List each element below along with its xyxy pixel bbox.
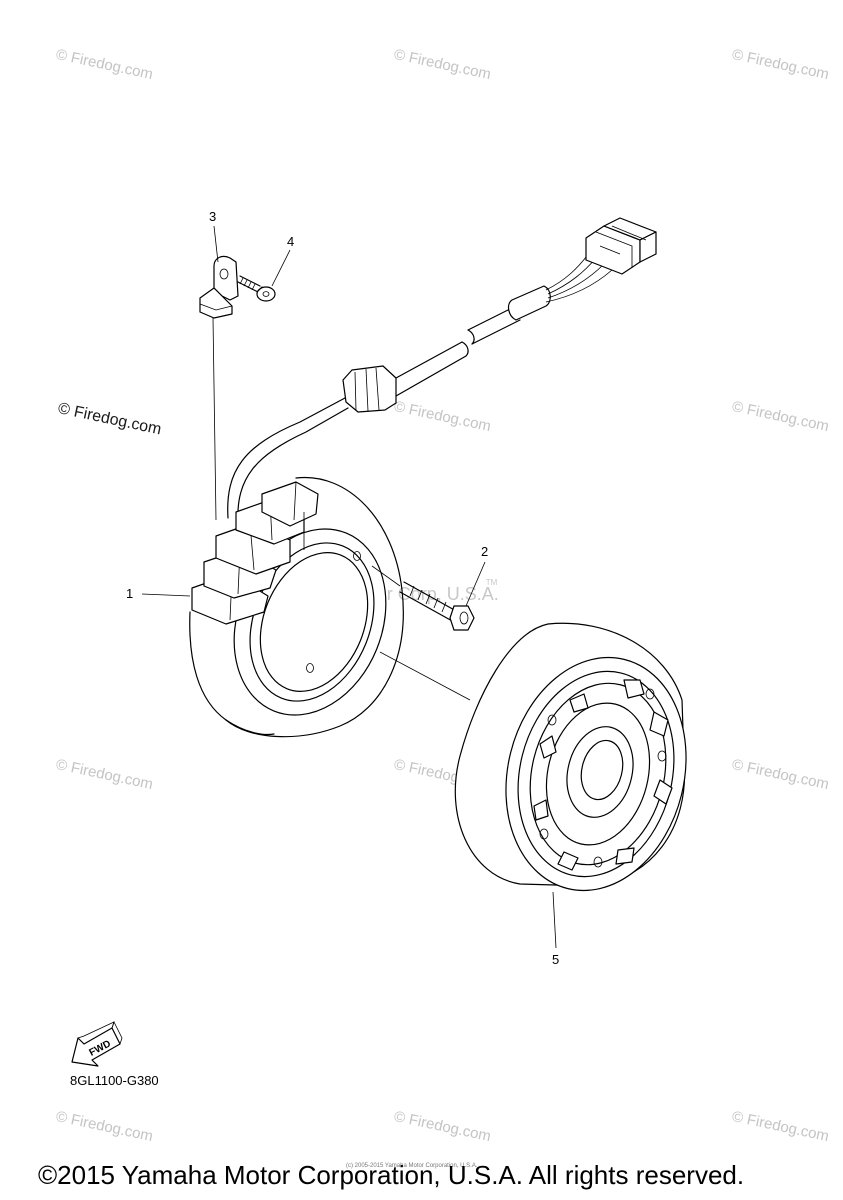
callout-leader-5 [552,891,557,949]
wire-grommet [342,365,397,413]
rotor-slot [649,711,669,737]
stator-assembly [189,476,404,738]
callout-4: 4 [287,234,295,249]
assembly-line [379,651,471,701]
diagram-part-code: 8GL1100-G380 [70,1073,159,1088]
stator-screw [371,565,475,631]
rotor-slot [539,735,557,759]
wire-coupler [585,217,657,275]
wire-clamp-bracket [199,255,239,319]
wire-sleeve [507,285,551,321]
callout-1: 1 [126,586,134,601]
callout-leader-1 [141,593,191,597]
rotor-slot [533,799,549,821]
rotor-slot [623,679,645,699]
footer-copyright: ©2015 Yamaha Motor Corporation, U.S.A. A… [38,1160,745,1190]
rotor-slot [615,847,635,865]
bracket-leader-line [212,317,217,521]
callout-leader-2 [465,561,486,607]
fwd-arrow-icon: FWD [71,1020,123,1067]
stator-wire-harness [227,251,613,523]
rotor-assembly [454,622,687,892]
rotor-slot [557,851,579,871]
tiny-copyright: (c) 2005-2015 Yamaha Motor Corporation, … [346,1163,478,1169]
bracket-screw [237,275,276,302]
callout-leader-4 [271,249,291,287]
callout-3: 3 [209,209,217,224]
callout-2: 2 [481,544,489,559]
callout-5: 5 [552,952,560,967]
trademark-mark: TM [485,578,498,587]
rotor-slot [653,779,673,805]
rotor-slot [569,693,589,713]
callout-leader-3 [213,225,219,263]
